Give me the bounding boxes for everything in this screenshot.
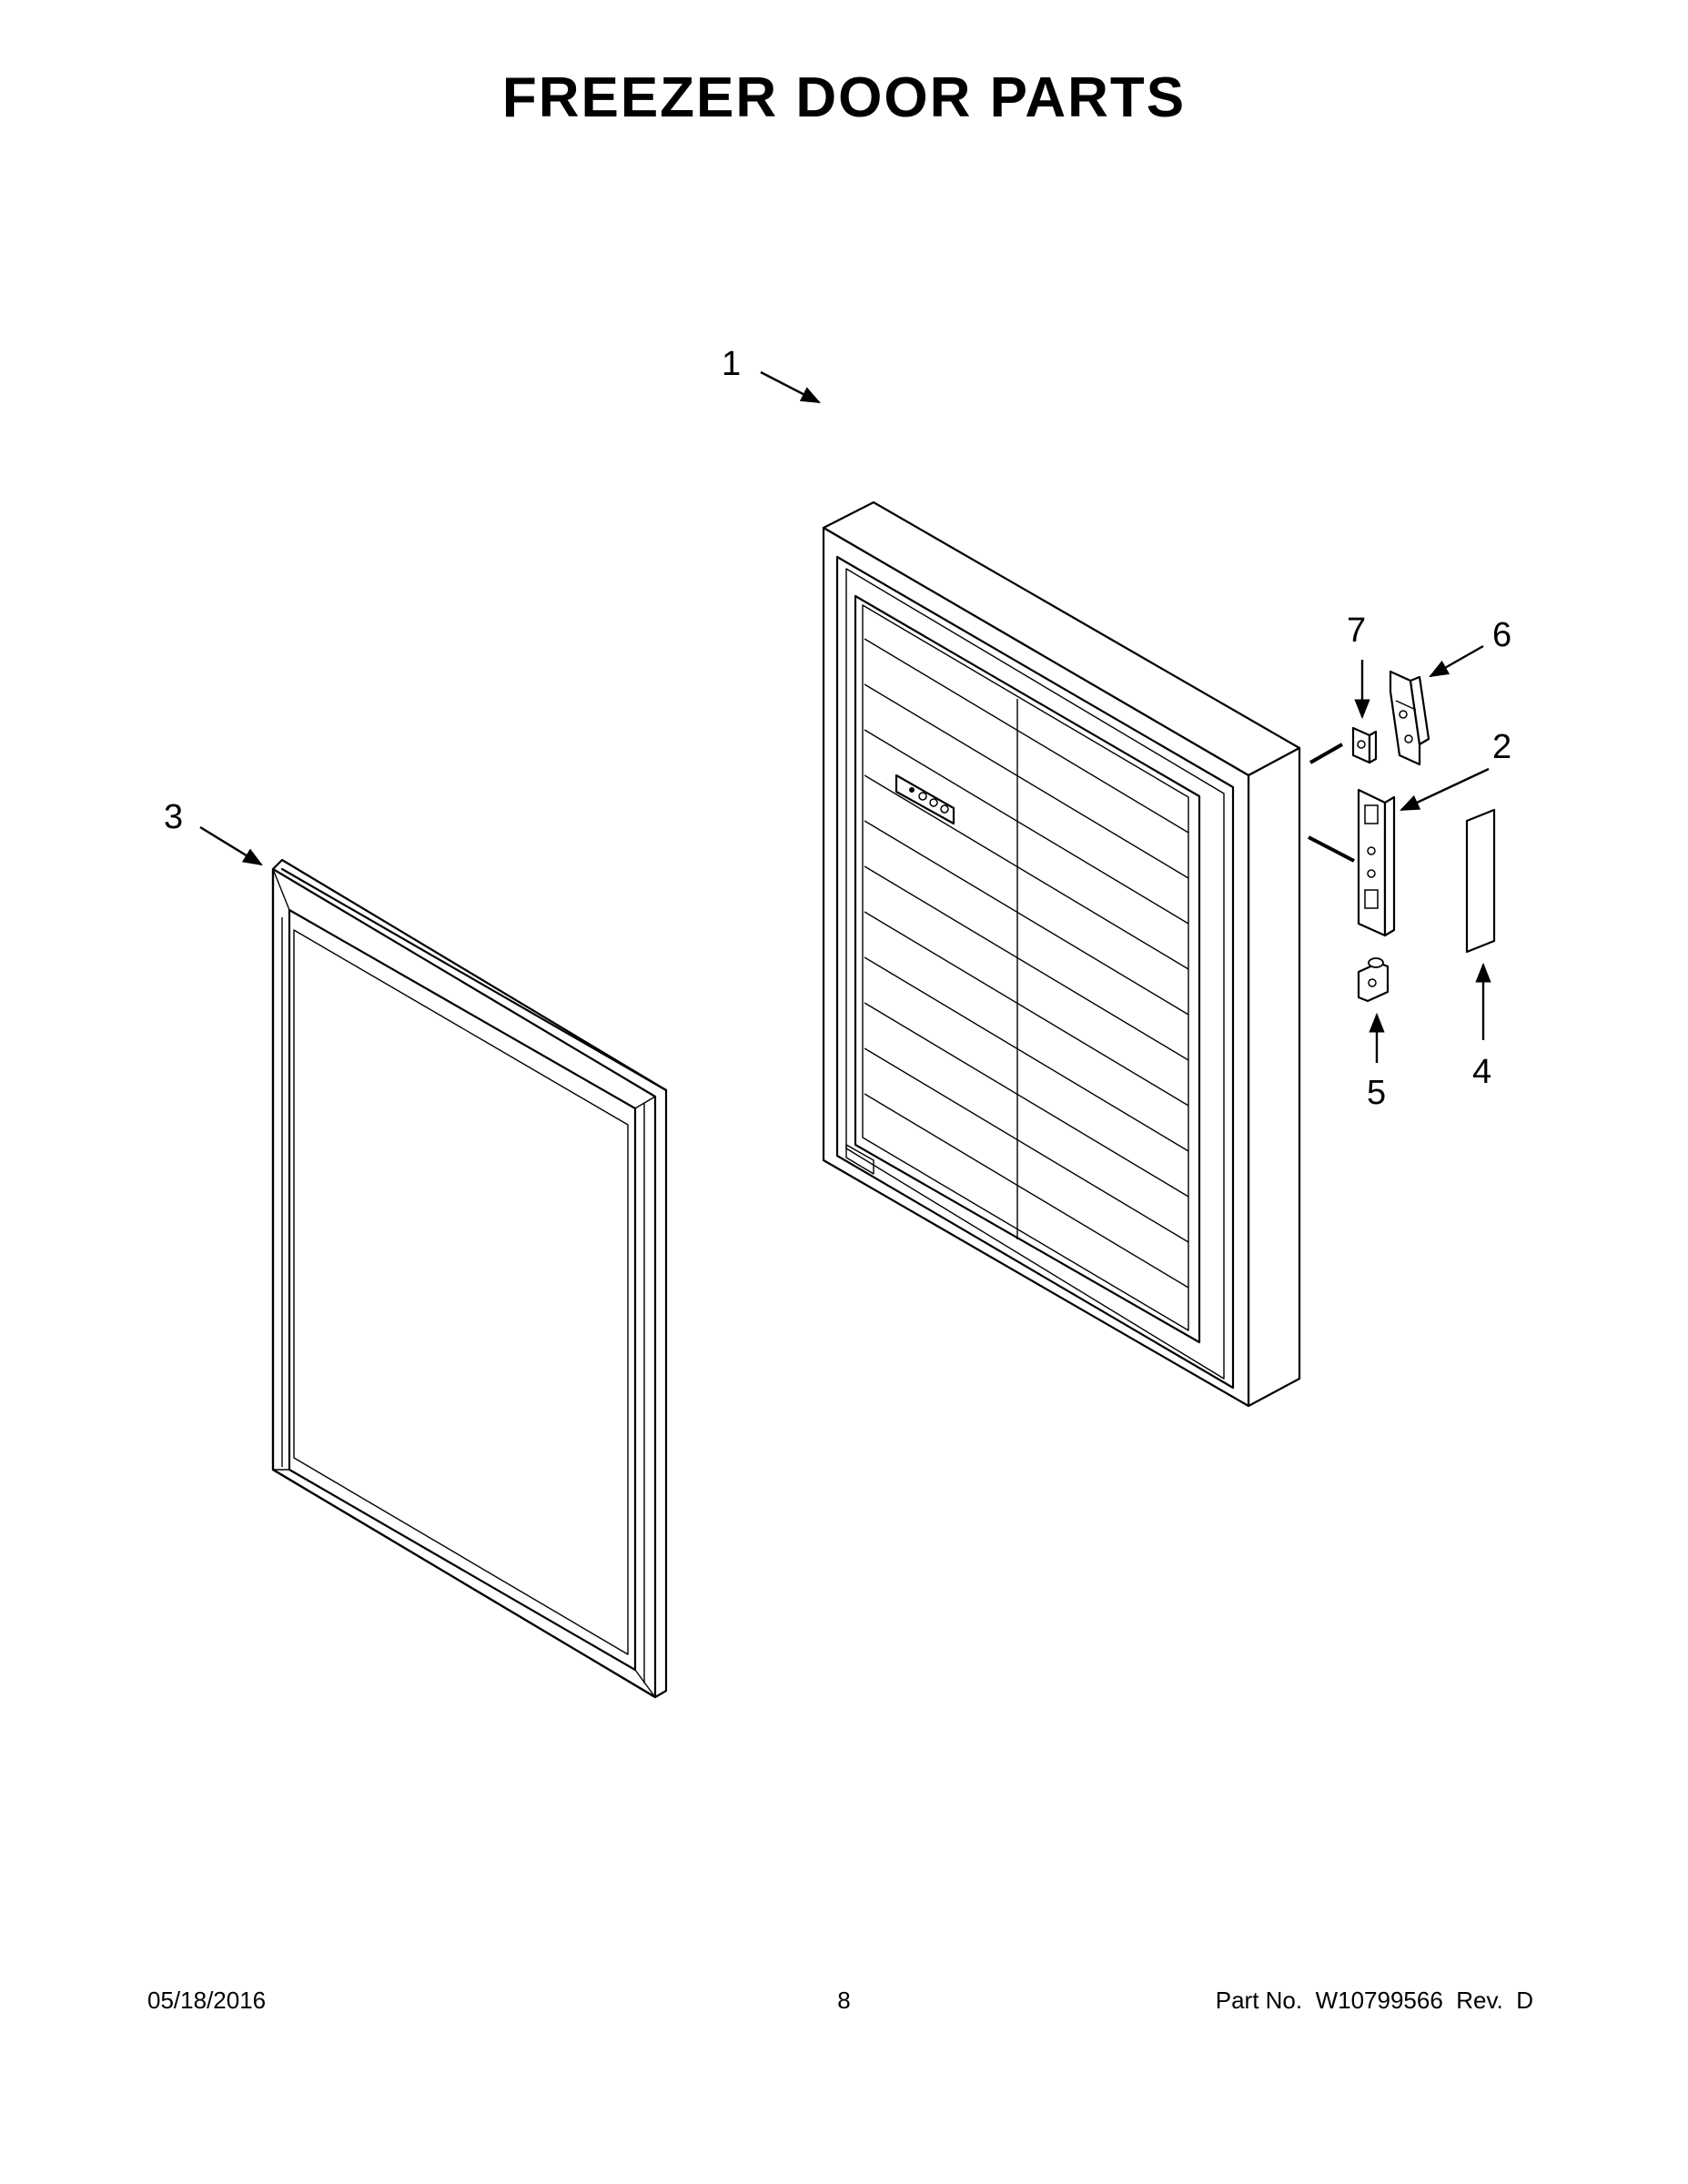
callout-1: 1 (722, 345, 741, 383)
hinge-plug-part (1309, 726, 1378, 764)
footer-page-number: 8 (837, 1987, 851, 2014)
leader-3 (199, 825, 263, 866)
leader-arrows (199, 370, 1491, 1063)
leader-2 (1400, 767, 1490, 812)
freezer-door-part (822, 500, 1301, 1408)
callout-7: 7 (1347, 612, 1366, 650)
footer-part-number: Part No. W10799566 Rev. D (1215, 1987, 1533, 2014)
callout-3: 3 (164, 798, 183, 836)
callout-2: 2 (1492, 728, 1511, 766)
footer-date: 05/18/2016 (147, 1987, 267, 2014)
door-gasket-part (271, 858, 668, 1699)
page-title: FREEZER DOOR PARTS (501, 66, 1187, 129)
callout-4: 4 (1472, 1053, 1491, 1091)
callout-5: 5 (1367, 1074, 1386, 1112)
hinge-cover-part (1389, 670, 1430, 766)
hinge-pin-part (1357, 957, 1390, 1003)
hinge-bracket-part (1308, 788, 1396, 937)
trim-strip-part (1465, 808, 1496, 954)
leader-1 (760, 370, 821, 404)
callout-6: 6 (1492, 616, 1511, 654)
leader-6 (1429, 644, 1484, 678)
control-label-icon (909, 787, 949, 814)
